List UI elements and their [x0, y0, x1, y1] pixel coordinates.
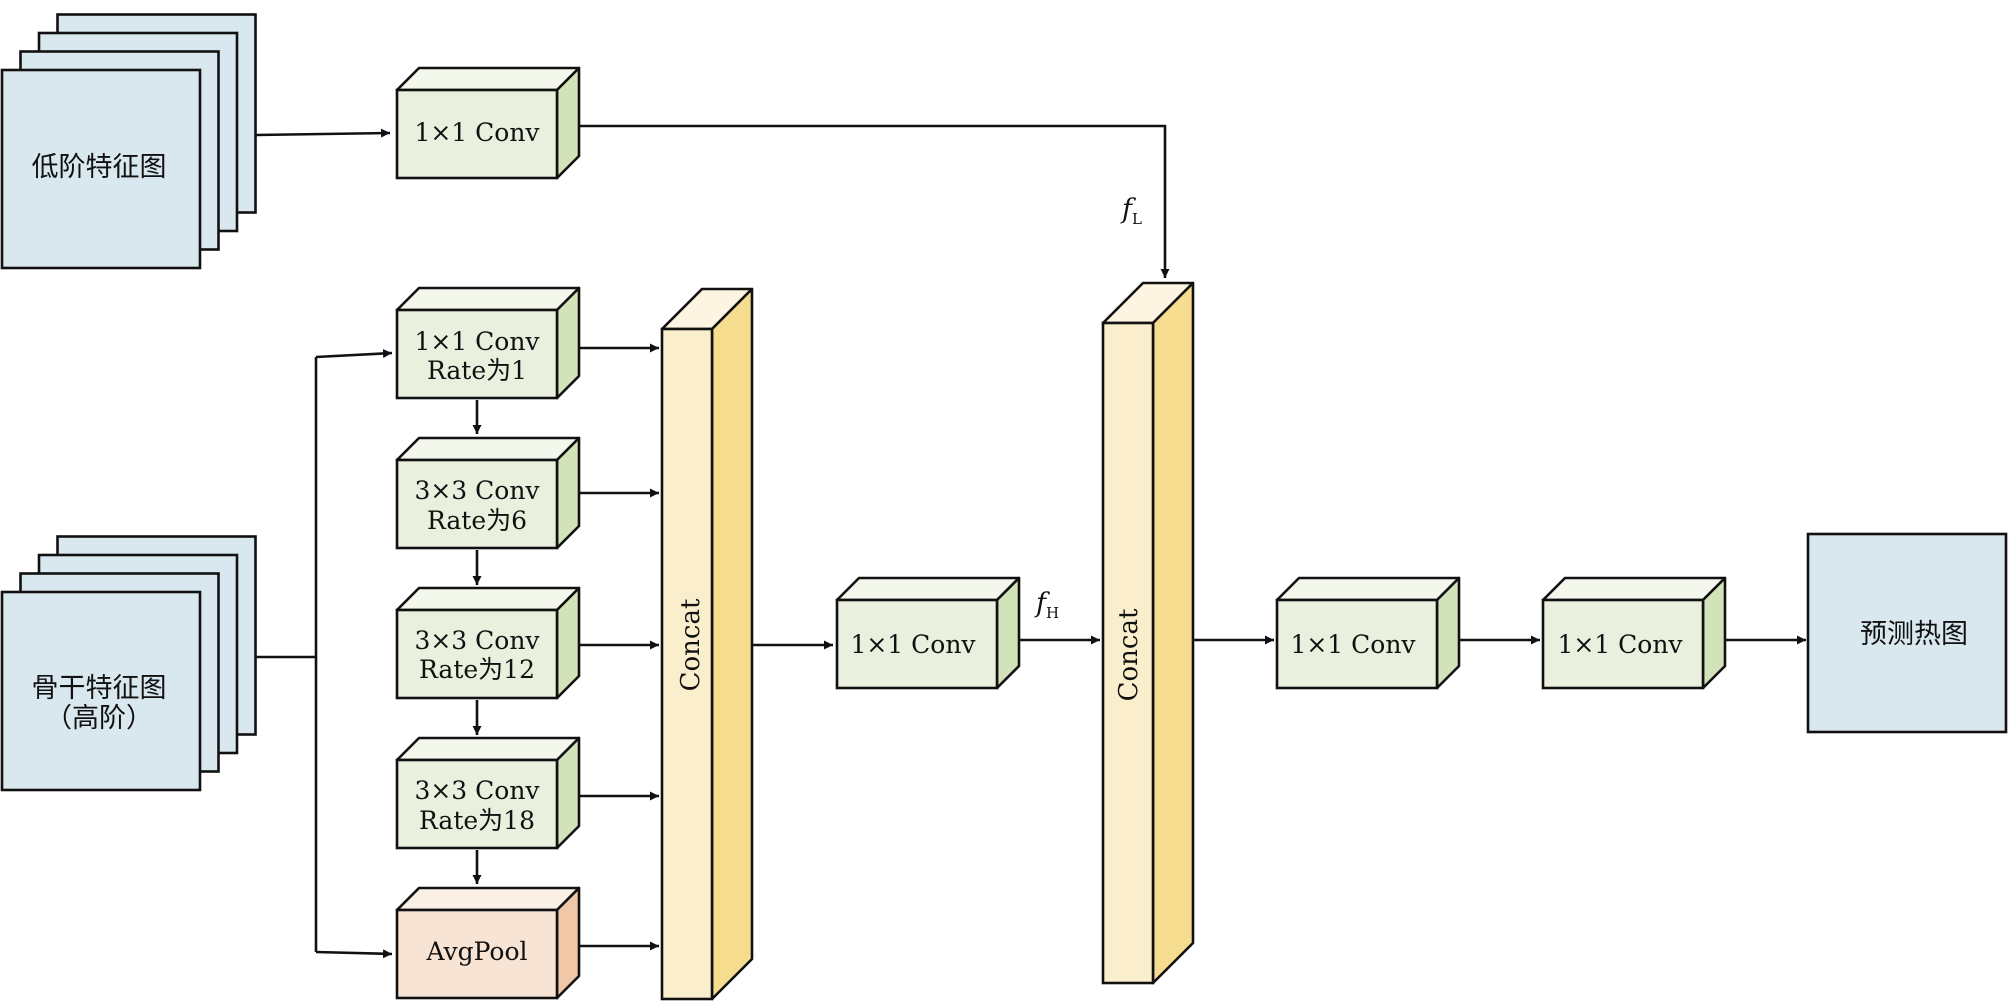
head-conv-2-label: 1×1 Conv: [1557, 630, 1683, 659]
f-low-label: fL: [1120, 194, 1142, 228]
backbone-feature-map-stack: [0, 535, 257, 792]
branch1-front-face: [395, 308, 559, 400]
backbone-feature-map-layer-4: [0, 590, 202, 792]
aspp-branch2-op: 3×3 Conv: [414, 476, 540, 505]
low-level-feature-map-stack: [0, 13, 257, 270]
aspp-branch2-rate: Rate为6: [427, 506, 527, 535]
low-level-conv-label: 1×1 Conv: [414, 118, 540, 147]
head-conv-1-label: 1×1 Conv: [1290, 630, 1416, 659]
branch4-top-face: [395, 736, 581, 762]
low-conv-front-face: [395, 88, 559, 180]
head-conv-block-1: [1275, 576, 1461, 690]
mid-conv-front-face: [835, 598, 999, 690]
aspp-branch-3x3-rate18: [395, 736, 581, 850]
mid-conv-top-face: [835, 576, 1021, 602]
concat-block-2: [1101, 281, 1195, 985]
aspp-branch1-rate: Rate为1: [427, 356, 527, 385]
arrow-trunk-to-pool: [315, 949, 393, 959]
middle-conv-label: 1×1 Conv: [850, 630, 976, 659]
branch3-top-face: [395, 586, 581, 612]
head-conv-1-top-face: [1275, 576, 1461, 602]
aspp-branch3-op: 3×3 Conv: [414, 626, 540, 655]
aspp-avg-pool-block: [395, 886, 581, 1000]
branch2-top-face: [395, 436, 581, 462]
branch1-top-face: [395, 286, 581, 312]
aspp-branch1-op: 1×1 Conv: [414, 327, 540, 356]
concat1-side-face: [710, 287, 754, 1001]
branch3-front-face: [395, 608, 559, 700]
avg-pool-top-face: [395, 886, 581, 912]
concat2-front-face: [1101, 321, 1155, 985]
aspp-avg-pool-label: AvgPool: [425, 937, 527, 966]
low-level-conv-block: [395, 66, 581, 180]
aspp-branch-3x3-rate6: [395, 436, 581, 550]
concat1-front-face: [660, 327, 714, 1001]
avg-pool-front-face: [395, 908, 559, 1000]
concat-block-1-label: Concat: [676, 598, 706, 691]
aspp-branch-1x1-rate1: [395, 286, 581, 400]
head-conv-2-front-face: [1541, 598, 1705, 690]
arrow-low-features-to-conv: [255, 128, 391, 138]
aspp-branch-3x3-rate12: [395, 586, 581, 700]
arrow-trunk-to-branch1: [315, 348, 393, 359]
middle-conv-block: [835, 576, 1021, 690]
low-feature-map-layer-4: [0, 68, 202, 270]
low-level-feature-label: 低阶特征图: [32, 152, 167, 183]
aspp-branch3-rate: Rate为12: [419, 655, 535, 684]
backbone-feature-label: 骨干特征图: [32, 673, 167, 704]
branch4-front-face: [395, 758, 559, 850]
aspp-branch4-op: 3×3 Conv: [414, 776, 540, 805]
concat2-side-face: [1151, 281, 1195, 985]
output-heatmap-box: [1806, 532, 2008, 734]
arrow-low-conv-to-concat2: [580, 124, 1170, 278]
output-heatmap-label: 预测热图: [1860, 619, 1968, 650]
head-conv-1-front-face: [1275, 598, 1439, 690]
branch2-front-face: [395, 458, 559, 550]
concat-block-1: [660, 287, 754, 1001]
backbone-feature-sublabel: （高阶）: [45, 703, 153, 734]
head-conv-2-top-face: [1541, 576, 1727, 602]
concat-block-2-label: Concat: [1114, 608, 1144, 701]
aspp-branch4-rate: Rate为18: [419, 806, 535, 835]
f-high-label: fH: [1034, 588, 1059, 622]
low-conv-top-face: [395, 66, 581, 92]
head-conv-block-2: [1541, 576, 1727, 690]
